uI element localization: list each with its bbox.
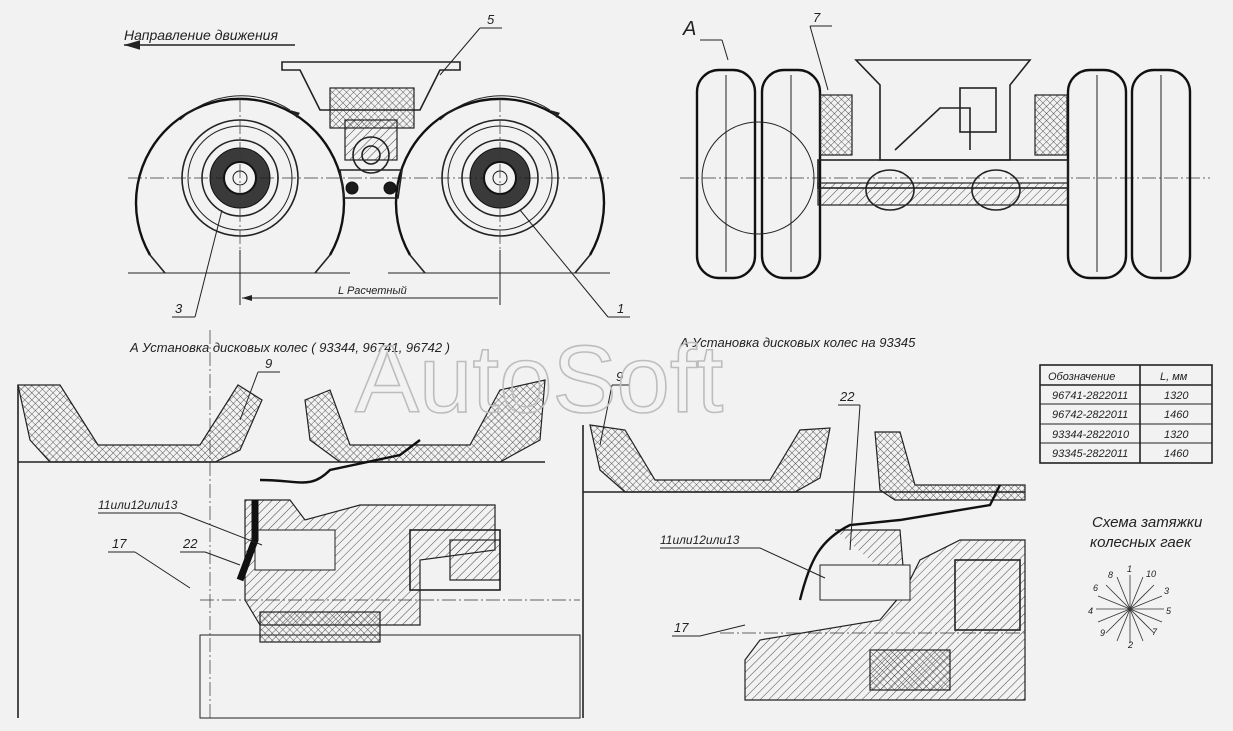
callout-9-left: 9 bbox=[265, 356, 272, 371]
scheme-title-line1: Схема затяжки bbox=[1092, 514, 1203, 531]
table-cell: 1460 bbox=[1164, 448, 1189, 460]
dimension-label: L Расчетный bbox=[338, 285, 407, 297]
section-left-title: А Установка дисковых колес ( 93344, 9674… bbox=[129, 340, 450, 355]
nut-number: 7 bbox=[1152, 627, 1158, 637]
right-wheel bbox=[394, 95, 606, 300]
callout-11-right: 11или12или13 bbox=[660, 533, 740, 547]
nut-number: 6 bbox=[1093, 583, 1098, 593]
nut-number: 10 bbox=[1146, 569, 1156, 579]
lengths-table: Обозначение L, мм 96741-2822011 1320 967… bbox=[1039, 364, 1213, 464]
callout-3: 3 bbox=[175, 301, 183, 316]
section-right: А Установка дисковых колес на 93345 9 22… bbox=[582, 335, 1026, 718]
direction-label: Направление движения bbox=[124, 27, 278, 43]
section-left: А Установка дисковых колес ( 93344, 9674… bbox=[17, 330, 581, 719]
table-cell: 96741-2822011 bbox=[1052, 390, 1128, 402]
nut-number: 9 bbox=[1100, 628, 1105, 638]
callout-22-right: 22 bbox=[839, 389, 855, 404]
nut-number: 1 bbox=[1127, 564, 1132, 574]
callout-7: 7 bbox=[813, 10, 821, 25]
table-cell: 1460 bbox=[1164, 409, 1189, 421]
table-header-designation: Обозначение bbox=[1048, 371, 1115, 383]
view-a-letter: A bbox=[682, 18, 696, 40]
callout-1: 1 bbox=[617, 301, 624, 316]
callout-5: 5 bbox=[487, 12, 495, 27]
tightening-scheme: Схема затяжки колесных гаек 1 3 5 7 2 9 … bbox=[1088, 514, 1203, 650]
table-cell: 93344-2822010 bbox=[1052, 429, 1130, 441]
table-cell: 1320 bbox=[1164, 390, 1189, 402]
nut-number: 5 bbox=[1166, 606, 1172, 616]
section-right-title: А Установка дисковых колес на 93345 bbox=[679, 335, 916, 350]
nut-number: 4 bbox=[1088, 606, 1093, 616]
nut-number: 3 bbox=[1164, 586, 1169, 596]
callout-17-right: 17 bbox=[674, 620, 689, 635]
bogie-bracket bbox=[281, 61, 461, 199]
callout-11-left: 11или12или13 bbox=[98, 498, 178, 512]
table-cell: 1320 bbox=[1164, 429, 1189, 441]
side-view: Направление движения bbox=[124, 12, 630, 318]
nut-number: 2 bbox=[1127, 640, 1133, 650]
callout-17-left: 17 bbox=[112, 536, 127, 551]
callout-22-left: 22 bbox=[182, 536, 198, 551]
table-cell: 93345-2822011 bbox=[1052, 448, 1128, 460]
scheme-title-line2: колесных гаек bbox=[1090, 534, 1192, 551]
view-a: A 7 bbox=[680, 10, 1210, 280]
table-header-length: L, мм bbox=[1160, 371, 1188, 383]
callout-9-right: 9 bbox=[616, 369, 623, 384]
nut-number: 8 bbox=[1108, 570, 1113, 580]
table-cell: 96742-2822011 bbox=[1052, 409, 1128, 421]
watermark: AutoSoft bbox=[355, 326, 723, 433]
